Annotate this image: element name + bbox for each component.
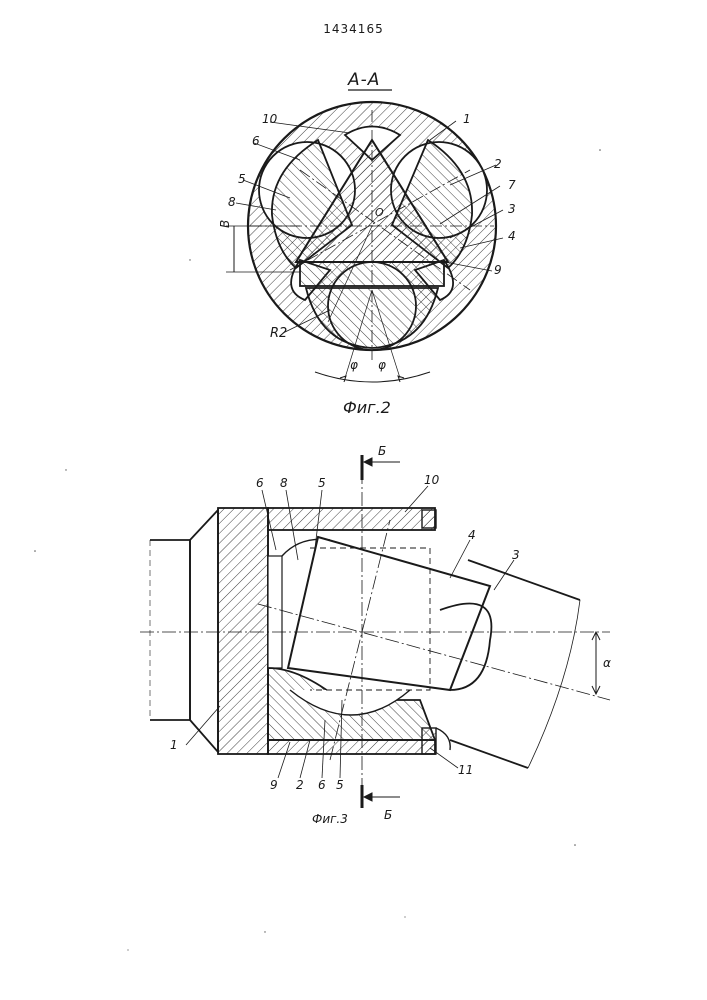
- fig3-label-11: 11: [458, 763, 473, 777]
- fig3-label-5-top: 5: [318, 476, 326, 490]
- fig2-label-7: 7: [508, 178, 516, 192]
- fig3-label-8-top: 8: [280, 476, 288, 490]
- left-shaft: [150, 540, 190, 720]
- fig2-label-10: 10: [262, 112, 277, 126]
- fig2-label-4: 4: [508, 229, 516, 243]
- fig2-angle-phi-left: φ: [350, 358, 358, 372]
- housing-top-wall: [268, 508, 435, 530]
- fig3-angle-alpha: α: [603, 656, 611, 670]
- fig3-label-5-bottom: 5: [336, 778, 344, 792]
- fig2-label-9: 9: [494, 263, 502, 277]
- fig2-label-8: 8: [228, 195, 236, 209]
- fig2-angle-phi-right: φ: [378, 358, 386, 372]
- fig3-label-1: 1: [170, 738, 178, 752]
- fig3-label-3: 3: [512, 548, 520, 562]
- fig3-label-10: 10: [424, 473, 439, 487]
- fig3-label-4: 4: [468, 528, 476, 542]
- fig2-center-o: O: [375, 206, 384, 219]
- housing-bottom-wall: [268, 740, 435, 754]
- fig2-label-6: 6: [252, 134, 260, 148]
- fig3-section-mark-bottom: Б: [384, 808, 392, 822]
- fig2-caption: Фиг.2: [343, 398, 391, 417]
- fig3-section-mark-top: Б: [378, 444, 386, 458]
- fig2-label-1: 1: [463, 112, 471, 126]
- figure-2-section: [226, 90, 503, 382]
- fig2-label-3: 3: [508, 202, 516, 216]
- housing-wall: [218, 508, 268, 754]
- figure-3-section: [140, 455, 610, 808]
- fig2-label-2: 2: [494, 157, 502, 171]
- fig3-label-2: 2: [296, 778, 304, 792]
- fig2-label-5: 5: [238, 172, 246, 186]
- fig3-label-9: 9: [270, 778, 278, 792]
- fig3-label-6-bottom: 6: [318, 778, 326, 792]
- fig2-dim-b: B: [218, 220, 232, 228]
- fig3-label-6-top: 6: [256, 476, 264, 490]
- fig3-caption: Фиг.3: [312, 812, 348, 826]
- fig2-radius-r2: R2: [270, 326, 287, 341]
